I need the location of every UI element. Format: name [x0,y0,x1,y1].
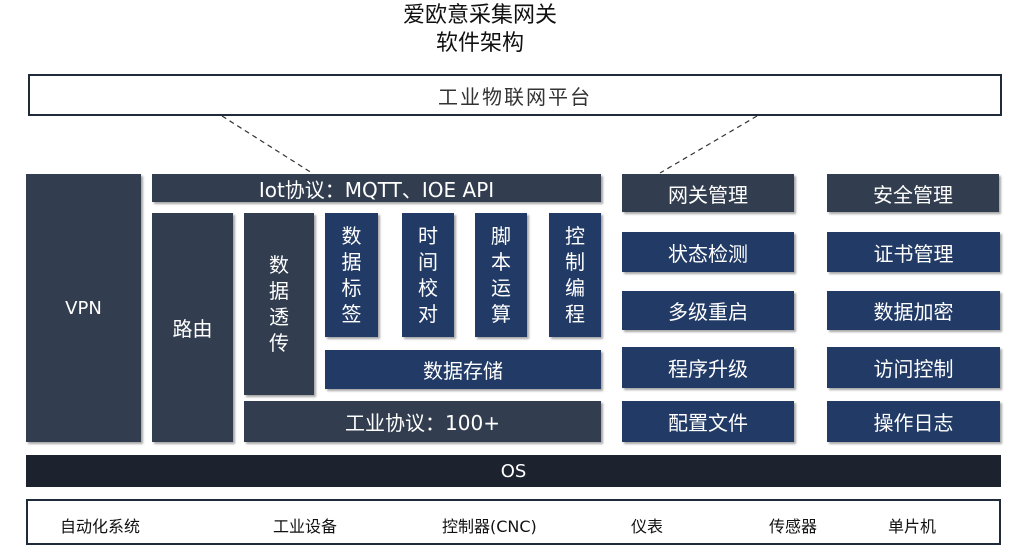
gateway-item-config: 配置文件 [622,401,794,442]
routing-box: 路由 [152,213,233,442]
device-instrument: 仪表 [631,517,664,536]
data-tags-char: 标 [341,276,362,300]
data-tags-box: 数 据 标 签 [325,213,378,337]
device-automation: 自动化系统 [60,517,141,536]
iot-protocol-box: Iot协议：MQTT、IOE API [152,174,601,202]
time-sync-char: 时 [418,224,438,248]
data-tags-char: 据 [341,250,362,274]
diagram-title-line1: 爱欧意采集网关 [402,3,557,28]
control-programming-char: 制 [565,250,585,274]
data-tags-char: 签 [341,302,362,326]
security-item-encryption: 数据加密 [827,291,1000,330]
control-programming-char: 编 [565,276,585,300]
security-item-access: 访问控制 [827,347,1000,388]
data-storage-box: 数据存储 [325,350,601,389]
security-item-log: 操作日志 [827,401,1000,442]
gateway-item-status: 状态检测 [622,232,794,272]
time-sync-char: 对 [418,302,438,326]
industrial-protocol-box: 工业协议：100+ [244,401,601,442]
passthrough-char: 传 [269,331,289,355]
script-compute-char: 脚 [491,224,511,248]
data-passthrough-box: 数 据 透 传 [244,213,314,395]
time-sync-char: 校 [418,276,438,300]
control-programming-char: 程 [565,302,585,326]
data-tags-char: 数 [341,224,362,248]
gateway-item-restart: 多级重启 [622,291,794,330]
vpn-box: VPN [26,174,141,442]
time-sync-box: 时 间 校 对 [402,213,454,337]
platform-box: 工业物联网平台 [28,74,1002,116]
passthrough-char: 透 [269,305,289,329]
security-mgmt-header: 安全管理 [827,174,999,212]
gateway-item-upgrade: 程序升级 [622,347,794,388]
devices-bar: 自动化系统 工业设备 控制器(CNC) 仪表 传感器 单片机 [26,499,1001,545]
passthrough-char: 数 [269,253,289,277]
gateway-mgmt-header: 网关管理 [622,174,794,212]
script-compute-char: 算 [491,302,511,326]
time-sync-char: 间 [418,250,438,274]
script-compute-char: 运 [491,276,511,300]
control-programming-box: 控 制 编 程 [549,213,601,337]
script-compute-box: 脚 本 运 算 [475,213,527,337]
passthrough-char: 据 [269,279,289,303]
device-controller: 控制器(CNC) [442,517,537,536]
security-item-cert: 证书管理 [827,232,1000,272]
device-industrial-equipment: 工业设备 [273,517,338,536]
device-mcu: 单片机 [888,517,937,536]
device-sensor: 传感器 [769,517,818,536]
script-compute-char: 本 [491,250,511,274]
control-programming-char: 控 [565,224,585,248]
diagram-title-line2: 软件架构 [435,31,524,56]
os-bar: OS [26,455,1001,487]
